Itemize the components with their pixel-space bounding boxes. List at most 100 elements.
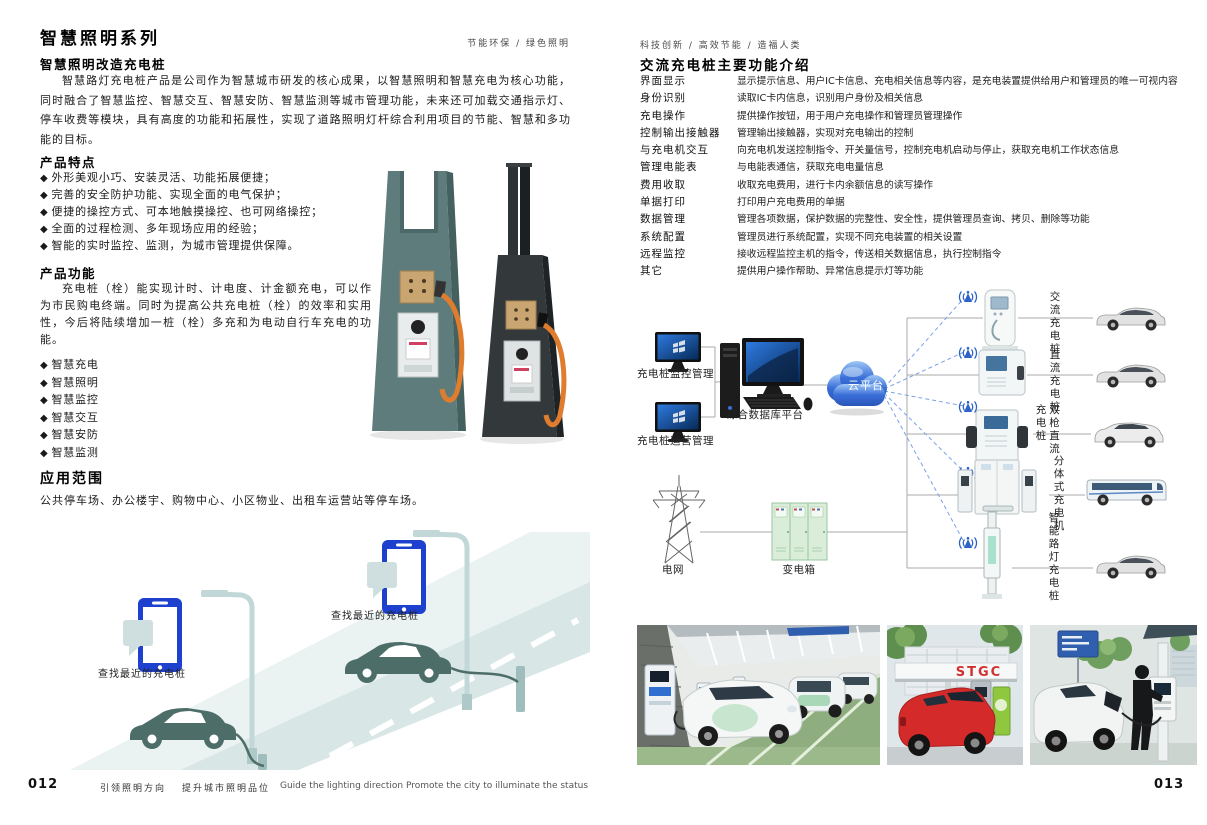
functions-body: 充电桩（栓）能实现计时、计电度、计金额充电，可以作为市民购电终端。同时为提高公共… bbox=[40, 282, 372, 346]
pile-product-dark bbox=[482, 163, 567, 437]
feature-item: ◆全面的过程检测、多年现场应用的经验； bbox=[40, 222, 264, 235]
pile-label-dualgun: 双枪直流充电桩 bbox=[1034, 404, 1061, 456]
smart-list: ◆智慧充电 ◆智慧照明 ◆智慧监控 ◆智慧交互 ◆智慧安防 ◆智慧监测 bbox=[40, 356, 99, 461]
diamond-bullet-icon: ◆ bbox=[40, 224, 49, 235]
diagram-lines bbox=[700, 317, 1093, 569]
grid-tower-icon bbox=[652, 475, 706, 564]
functions-heading: 产品功能 bbox=[40, 266, 97, 281]
function-row: 数据管理管理各项数据，保护数据的完整性、安全性，提供管理员查询、拷贝、删除等功能 bbox=[640, 213, 1090, 226]
stgc-sign-text: STGC bbox=[956, 665, 1002, 680]
charge-post-icon bbox=[258, 754, 267, 770]
speech-bubble-icon bbox=[367, 562, 397, 588]
diamond-bullet-icon: ◆ bbox=[40, 173, 49, 184]
page-tagline-left: 节能环保 / 绿色照明 bbox=[467, 39, 570, 49]
ac-pile-icon bbox=[982, 289, 1018, 350]
smart-item: ◆智慧交互 bbox=[40, 410, 99, 424]
smart-item: ◆智慧充电 bbox=[40, 358, 99, 371]
features-list: ◆外形美观小巧、安装灵活、功能拓展便捷； ◆完善的安全防护功能、实现全面的电气保… bbox=[40, 169, 323, 254]
function-row: 身份识别读取IC卡内信息，识别用户身份及相关信息 bbox=[640, 92, 924, 105]
phone-icon bbox=[123, 598, 182, 672]
section1-body: 智慧路灯充电桩产品是公司作为智慧城市研发的核心成果，以智慧照明和智慧充电为核心功… bbox=[40, 74, 571, 146]
page-number-left: 012 bbox=[28, 777, 59, 792]
function-row: 与充电机交互向充电机发送控制指令、开关量信号，控制充电机启动与停止，获取充电机工… bbox=[640, 144, 1120, 157]
diamond-bullet-icon: ◆ bbox=[40, 430, 49, 441]
split-charger-icon bbox=[957, 459, 1037, 515]
smart-item: ◆智慧照明 bbox=[40, 375, 99, 389]
page-tagline-right: 科技创新 / 高效节能 / 造福人类 bbox=[640, 41, 802, 51]
feature-item: ◆便捷的操控方式、可本地触摸操控、也可网络操控； bbox=[40, 205, 323, 218]
diamond-bullet-icon: ◆ bbox=[40, 207, 49, 218]
application-body: 公共停车场、办公楼宇、购物中心、小区物业、出租车运营站等停车场。 bbox=[40, 494, 424, 507]
car-icon bbox=[1096, 555, 1166, 579]
charge-cable bbox=[1121, 712, 1162, 727]
smart-item: ◆智慧安防 bbox=[40, 428, 99, 441]
feature-item: ◆智能的实时监控、监测，为城市管理提供保障。 bbox=[40, 239, 300, 252]
features-heading: 产品特点 bbox=[40, 155, 97, 170]
diamond-bullet-icon: ◆ bbox=[40, 360, 49, 371]
application-heading: 应用范围 bbox=[40, 471, 104, 487]
grid-label: 电网 bbox=[662, 564, 684, 576]
phone-icon bbox=[367, 540, 426, 614]
transformer-icon bbox=[771, 502, 828, 561]
pile-label-lamp: 智能路灯充电桩 bbox=[1047, 512, 1060, 603]
diamond-bullet-icon: ◆ bbox=[40, 377, 49, 389]
photo-pole-charging bbox=[1030, 625, 1197, 765]
function-row: 控制输出接触器管理输出接触器，实现对充电输出的控制 bbox=[640, 126, 914, 139]
red-ev-icon bbox=[898, 687, 996, 756]
function-row: 充电操作提供操作按钮，用于用户充电操作和管理员管理操作 bbox=[640, 109, 963, 122]
cloud-icon bbox=[827, 361, 887, 416]
smart-item: ◆智慧监控 bbox=[40, 393, 99, 406]
diamond-bullet-icon: ◆ bbox=[40, 412, 49, 424]
ev-car-icon bbox=[130, 708, 265, 768]
server-label: 综合数据库平台 bbox=[726, 409, 804, 421]
highway-sign-icon bbox=[1057, 630, 1099, 685]
shadow bbox=[370, 430, 466, 440]
section1-heading: 智慧照明改造充电桩 bbox=[40, 57, 167, 72]
antenna-icon bbox=[958, 290, 978, 304]
photo-charging-lot bbox=[637, 625, 880, 765]
road-dashes bbox=[328, 617, 580, 759]
monitor2-label: 充电桩运营管理 bbox=[637, 435, 714, 447]
phone-label: 查找最近的充电桩 bbox=[331, 611, 419, 622]
transformer-label: 变电箱 bbox=[782, 564, 816, 576]
diamond-bullet-icon: ◆ bbox=[40, 447, 49, 459]
function-table: 界面显示显示提示信息、用户IC卡信息、充电相关信息等内容，是充电装置提供给用户和… bbox=[640, 73, 1200, 281]
pile-label-ac: 交流充电桩 bbox=[1048, 291, 1061, 356]
page-number-right: 013 bbox=[1154, 777, 1185, 792]
antenna-icon bbox=[958, 400, 978, 414]
street-lamp-icon bbox=[201, 590, 257, 764]
right-page-title: 交流充电桩主要功能介绍 bbox=[640, 58, 811, 74]
feature-item: ◆外形美观小巧、安装灵活、功能拓展便捷； bbox=[40, 171, 276, 184]
canopy-edge bbox=[1143, 625, 1197, 639]
photo-stgc-station: STGC bbox=[887, 625, 1023, 765]
bus-icon bbox=[1086, 479, 1167, 507]
cloud-label: 云平台 bbox=[848, 379, 884, 392]
wireless-links bbox=[883, 297, 965, 543]
dc-pile-icon bbox=[978, 349, 1026, 396]
function-row: 系统配置管理员进行系统配置，实现不同充电装置的相关设置 bbox=[640, 230, 963, 243]
charge-post-icon bbox=[516, 666, 525, 712]
page-title: 智慧照明系列 bbox=[40, 29, 160, 49]
function-row: 其它提供用户操作帮助、异常信息提示灯等功能 bbox=[640, 265, 924, 278]
footer-slogan-cn1: 引领照明方向 bbox=[100, 784, 167, 794]
charging-pile-product-photos bbox=[370, 163, 567, 444]
ev-car-icon bbox=[345, 642, 519, 684]
parked-ev-icon bbox=[673, 672, 878, 746]
green-pile bbox=[992, 686, 1011, 736]
pile-product-gray bbox=[372, 171, 466, 431]
road bbox=[180, 582, 590, 770]
dual-gun-pile-icon bbox=[966, 409, 1028, 463]
function-row: 界面显示显示提示信息、用户IC卡信息、充电相关信息等内容，是充电装置提供给用户和… bbox=[640, 75, 1178, 87]
phone-label: 查找最近的充电桩 bbox=[98, 669, 186, 680]
mpv-icon bbox=[1094, 422, 1164, 448]
lamp-pile-icon bbox=[982, 505, 1014, 599]
function-row: 单据打印打印用户充电费用的单据 bbox=[640, 196, 845, 209]
white-ev-icon bbox=[1033, 682, 1125, 752]
footer-slogan-en: Guide the lighting direction Promote the… bbox=[280, 781, 589, 791]
function-row: 费用收取收取充电费用，进行卡内余额信息的读写操作 bbox=[640, 178, 933, 191]
function-row: 远程监控接收远程监控主机的指令，传送相关数据信息，执行控制指令 bbox=[640, 247, 1002, 260]
system-diagram bbox=[652, 289, 1167, 599]
pile-label-dc: 直流充电桩 bbox=[1048, 349, 1061, 414]
server-icon bbox=[720, 338, 813, 418]
diamond-bullet-icon: ◆ bbox=[40, 190, 49, 201]
